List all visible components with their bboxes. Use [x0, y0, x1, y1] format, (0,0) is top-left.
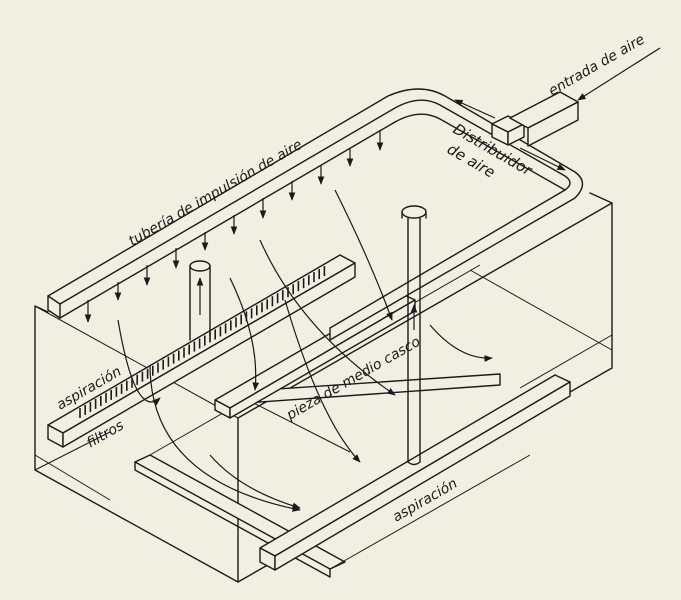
booth-enclosure	[34, 192, 613, 583]
airflow-arrows	[84, 47, 661, 512]
right-post	[401, 205, 427, 466]
label-tuberia: tubería de impulsión de aire	[126, 137, 305, 250]
bottom-aspiration-duct	[259, 374, 571, 571]
left-post	[189, 260, 211, 341]
air-supply-pipe	[47, 88, 584, 341]
filter-bank	[79, 266, 326, 418]
